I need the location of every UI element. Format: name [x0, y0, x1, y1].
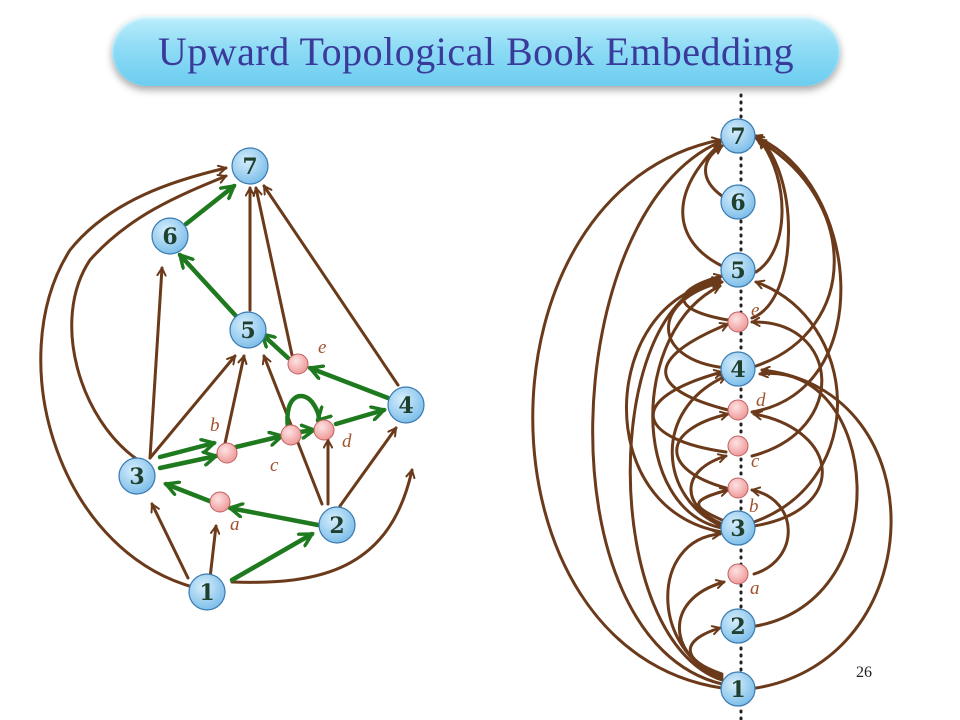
left-node-2: 2	[318, 506, 356, 544]
svg-text:a: a	[750, 578, 760, 599]
right-dummy-a: a	[727, 563, 760, 599]
left-dummy-c: c	[270, 424, 302, 476]
right-node-5: 5	[720, 252, 756, 288]
right-node-4: 4	[720, 351, 756, 387]
right-dummy-d: d	[727, 390, 766, 421]
left-dummy-b: b	[210, 415, 238, 464]
svg-text:b: b	[210, 415, 220, 436]
svg-text:b: b	[749, 496, 759, 517]
right-node-2: 2	[720, 608, 756, 644]
right-node-3: 3	[720, 510, 756, 546]
left-node-5: 5	[229, 311, 267, 349]
svg-text:3: 3	[129, 464, 144, 490]
svg-text:c: c	[270, 455, 279, 476]
left-dummy-e: e	[287, 337, 326, 375]
left-node-3: 3	[118, 457, 156, 495]
right-node-6: 6	[720, 184, 756, 220]
svg-text:5: 5	[730, 258, 745, 284]
svg-text:5: 5	[240, 318, 255, 344]
slide-number: 26	[856, 664, 872, 681]
svg-text:a: a	[230, 514, 240, 535]
svg-text:d: d	[342, 431, 352, 452]
svg-text:7: 7	[730, 124, 745, 150]
title-banner: Upward Topological Book Embedding	[112, 16, 840, 86]
svg-text:2: 2	[329, 513, 344, 539]
left-node-4: 4	[387, 386, 425, 424]
svg-text:4: 4	[398, 393, 413, 419]
right-node-7: 7	[720, 118, 756, 154]
svg-text:e: e	[318, 337, 326, 358]
svg-text:2: 2	[730, 614, 745, 640]
right-dummy-b: b	[727, 477, 759, 517]
left-dummy-d: d	[313, 419, 352, 452]
svg-text:3: 3	[730, 516, 745, 542]
slide-title: Upward Topological Book Embedding	[157, 28, 795, 74]
svg-text:1: 1	[730, 677, 745, 703]
right-node-1: 1	[720, 671, 756, 707]
svg-text:7: 7	[242, 154, 257, 180]
svg-text:1: 1	[199, 580, 214, 606]
svg-text:c: c	[751, 451, 760, 472]
left-node-7: 7	[231, 147, 269, 185]
svg-text:6: 6	[162, 224, 177, 250]
right-dummy-c: c	[727, 435, 760, 472]
right-dummy-e: e	[727, 300, 759, 333]
left-node-6: 6	[151, 217, 189, 255]
svg-text:e: e	[751, 300, 759, 321]
svg-text:d: d	[756, 390, 766, 411]
svg-text:6: 6	[730, 190, 745, 216]
left-dummy-a: a	[209, 491, 240, 535]
left-node-1: 1	[188, 573, 226, 611]
svg-text:4: 4	[730, 357, 745, 383]
